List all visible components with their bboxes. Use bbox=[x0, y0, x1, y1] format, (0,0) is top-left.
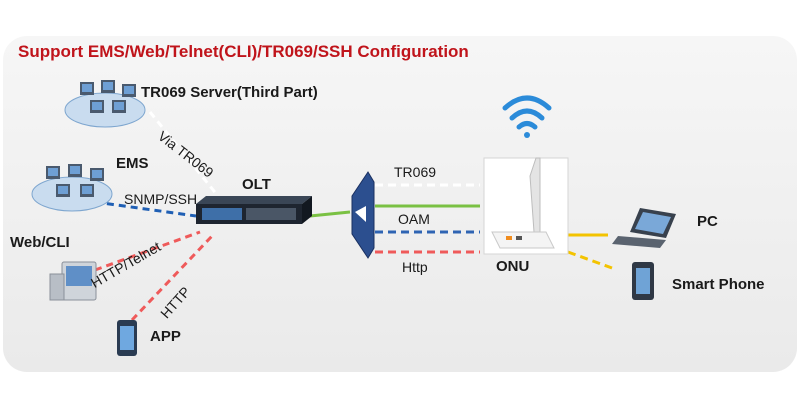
http-link-label: Http bbox=[402, 259, 428, 275]
ems-label: EMS bbox=[116, 155, 149, 172]
line-web-olt bbox=[94, 230, 201, 272]
smartphone-icon bbox=[632, 262, 654, 300]
app-phone-icon bbox=[117, 320, 137, 356]
snmp-ssh-label: SNMP/SSH bbox=[124, 191, 198, 207]
ems-icon bbox=[31, 164, 113, 212]
pc-label: PC bbox=[697, 213, 718, 230]
web-cli-label: Web/CLI bbox=[10, 234, 70, 251]
onu-device-icon bbox=[483, 157, 569, 255]
oam-link-label: OAM bbox=[398, 211, 430, 227]
connection-lines bbox=[94, 111, 613, 322]
tr069-server-icon bbox=[64, 80, 146, 128]
app-label: APP bbox=[150, 328, 181, 345]
onu-label: ONU bbox=[496, 258, 530, 275]
splitter-icon bbox=[351, 171, 375, 259]
diagram-title: Support EMS/Web/Telnet(CLI)/TR069/SSH Co… bbox=[18, 42, 469, 61]
line-olt-splitter bbox=[309, 210, 351, 218]
line-app-olt bbox=[130, 234, 214, 322]
line-onu-phone bbox=[567, 250, 613, 270]
tr069-link-label: TR069 bbox=[394, 164, 437, 180]
tr069-server-label: TR069 Server(Third Part) bbox=[141, 84, 318, 101]
computer-icon bbox=[49, 261, 97, 301]
olt-label: OLT bbox=[242, 176, 271, 193]
laptop-icon bbox=[612, 208, 676, 248]
olt-device-icon bbox=[196, 196, 312, 224]
wifi-icon bbox=[502, 95, 552, 138]
line-tr069-server-olt bbox=[148, 111, 220, 197]
smart-phone-label: Smart Phone bbox=[672, 276, 765, 293]
line-ems-olt bbox=[94, 200, 197, 218]
